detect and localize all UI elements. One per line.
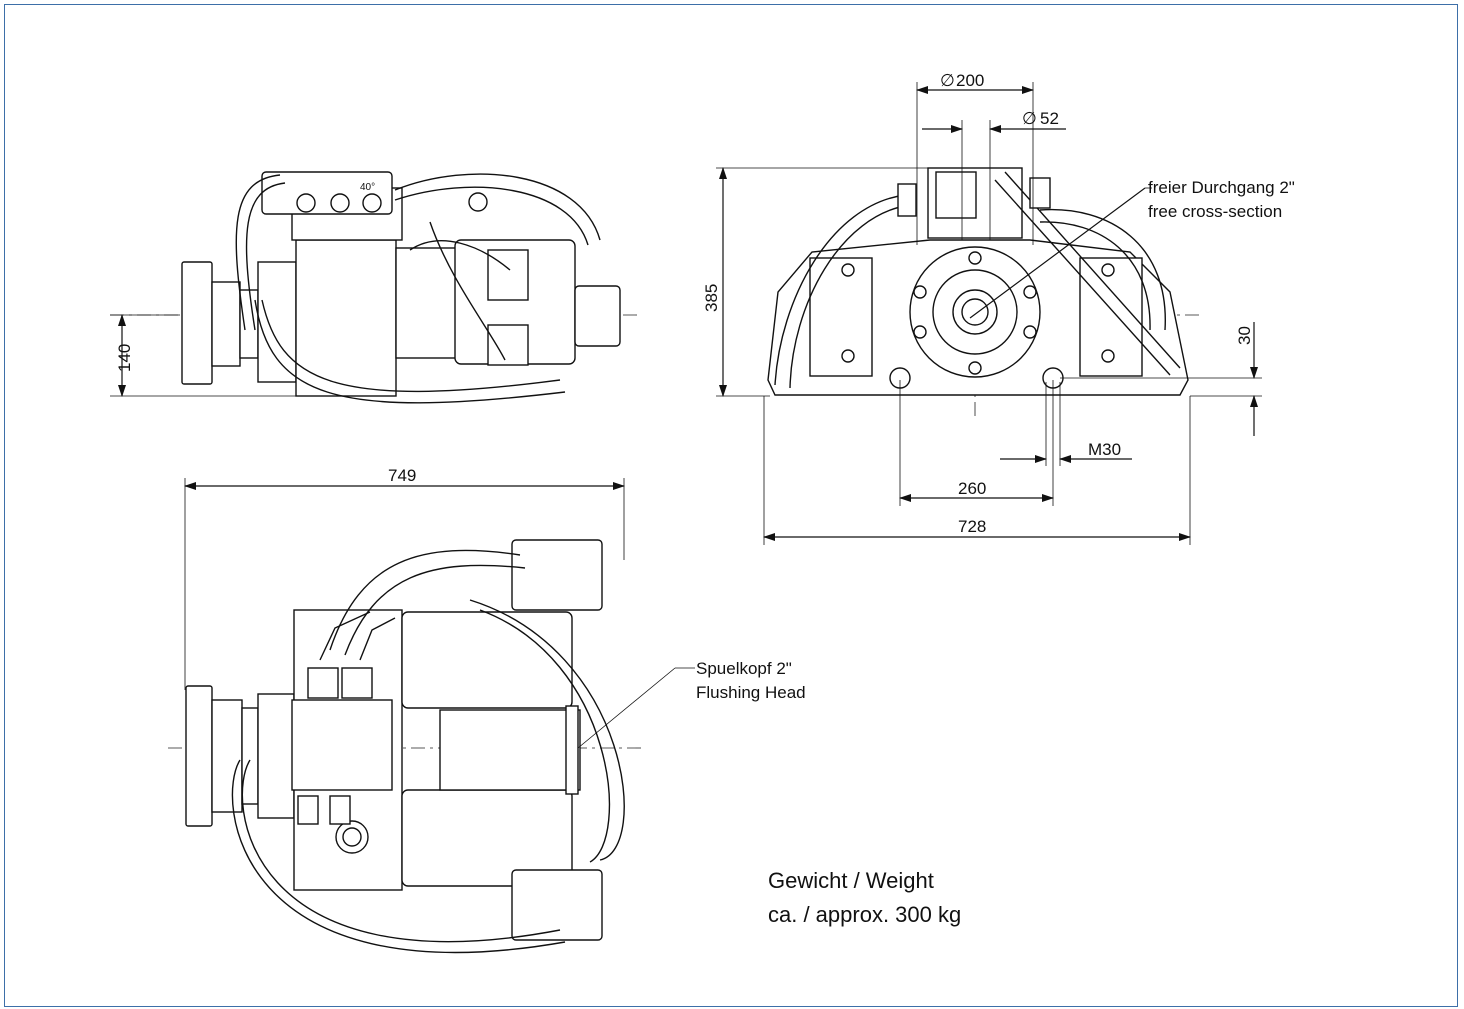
weight-line-2: ca. / approx. 300 kg — [768, 902, 961, 927]
dim-260-label: 260 — [958, 479, 986, 498]
drawing-frame — [4, 4, 1458, 1007]
weight-note: Gewicht / Weight ca. / approx. 300 kg — [768, 868, 961, 927]
dia-symbol-52: ∅ — [1022, 109, 1037, 128]
side-view: 40° — [110, 171, 640, 404]
dim-749-label: 749 — [388, 466, 416, 485]
dim-m30-label: M30 — [1088, 440, 1121, 459]
dim-140-label: 140 — [115, 344, 134, 372]
top-view — [168, 539, 645, 954]
dim-260: 260 — [899, 380, 1054, 506]
dim-385-label: 385 — [702, 284, 721, 312]
dim-30: 30 — [1060, 322, 1262, 436]
dim-dia-200: ∅ 200 — [916, 71, 1034, 245]
dim-m30: M30 — [1000, 382, 1132, 466]
note-free-passage-de: freier Durchgang 2" — [1148, 178, 1295, 197]
front-view — [767, 167, 1200, 420]
dim-30-label: 30 — [1235, 326, 1254, 345]
note-flushing-head: Spuelkopf 2" Flushing Head — [577, 659, 806, 749]
dim-749: 749 — [184, 466, 625, 690]
note-flushing-de: Spuelkopf 2" — [696, 659, 792, 678]
dim-140: 140 — [110, 314, 300, 397]
dia-symbol-200: ∅ — [940, 71, 955, 90]
note-flushing-en: Flushing Head — [696, 683, 806, 702]
dim-200-label: 200 — [956, 71, 984, 90]
note-free-passage: freier Durchgang 2" free cross-section — [1145, 178, 1295, 221]
dim-728: 728 — [763, 396, 1191, 545]
dim-728-label: 728 — [958, 517, 986, 536]
weight-line-1: Gewicht / Weight — [768, 868, 934, 893]
dim-385: 385 — [702, 167, 930, 397]
dim-52-label: 52 — [1040, 109, 1059, 128]
valve-label: 40° — [360, 182, 375, 193]
note-free-passage-en: free cross-section — [1148, 202, 1282, 221]
dim-dia-52: ∅ 52 — [922, 109, 1066, 240]
